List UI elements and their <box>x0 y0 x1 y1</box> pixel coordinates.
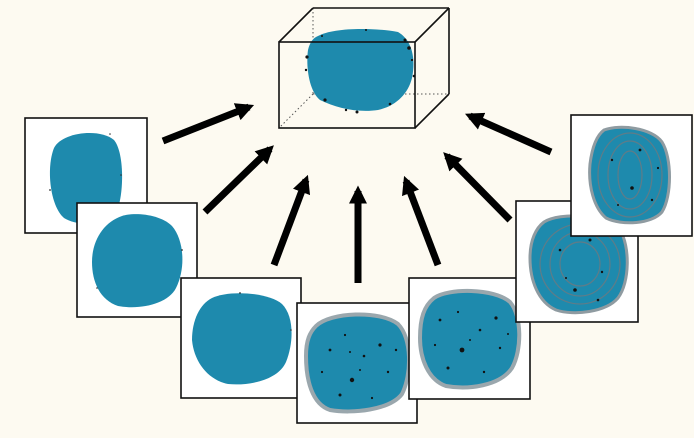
arrow-slice-5 <box>402 175 442 267</box>
slice-4 <box>296 302 418 424</box>
arrows <box>161 103 553 283</box>
arrow-slice-7 <box>465 112 553 156</box>
cube-edges <box>278 7 450 129</box>
slice-5 <box>408 277 531 400</box>
volume-cube <box>278 7 450 129</box>
slice-3 <box>180 277 302 399</box>
volume-blob <box>304 28 416 114</box>
slice-7 <box>570 114 693 237</box>
arrow-slice-3 <box>270 174 311 267</box>
arrow-slice-2 <box>202 145 274 215</box>
slice-2 <box>76 202 198 318</box>
arrow-slice-1 <box>161 103 255 145</box>
arrow-slice-6 <box>443 152 513 223</box>
